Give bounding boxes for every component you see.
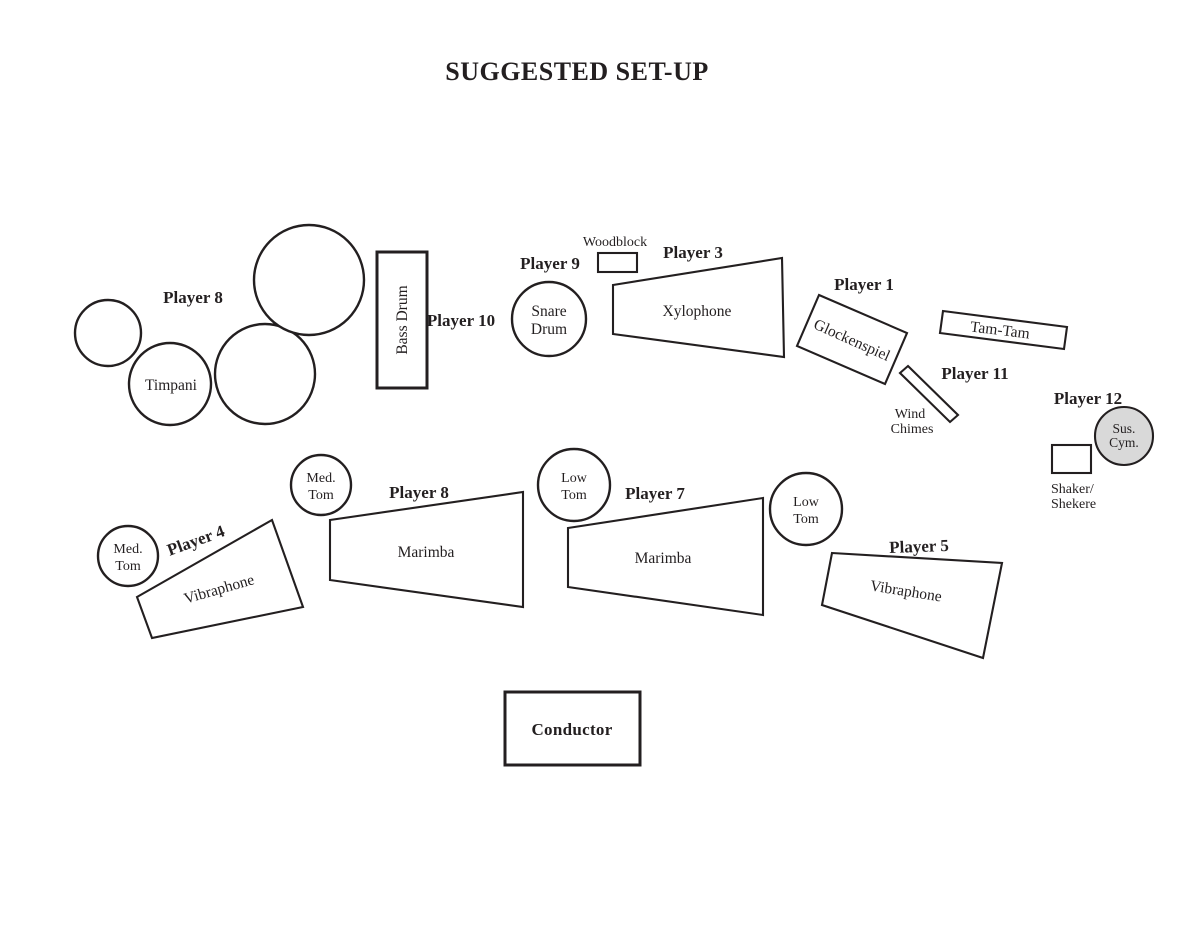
vibraphone-p5-shape <box>820 551 1004 660</box>
low-tom-2-label-line1: Low <box>793 495 820 510</box>
tam-tam-shape <box>938 309 1069 351</box>
timpani-drum-4 <box>252 223 366 337</box>
wind-chimes-label-line1: Wind <box>895 407 926 422</box>
station-xylophone: Player 3 Xylophone <box>611 243 786 359</box>
player-label-sus-cym: Player 12 <box>1054 389 1122 408</box>
sus-cym-label-line2: Cym. <box>1109 435 1139 450</box>
player-label-glockenspiel: Player 1 <box>834 275 894 294</box>
player-label-timpani: Player 8 <box>163 288 223 307</box>
vibraphone-p4-shape <box>135 518 305 640</box>
marimba-p8-shape <box>328 490 525 609</box>
timpani-label: Timpani <box>145 377 198 394</box>
station-snare-drum: Player 9 Snare Drum <box>510 254 588 358</box>
shaker-label-line2: Shekere <box>1051 497 1096 512</box>
med-tom-2-label-line2: Tom <box>308 488 334 503</box>
glockenspiel-shape <box>795 293 909 386</box>
station-low-tom-1: Low Tom <box>536 447 612 523</box>
player-label-xylophone: Player 3 <box>663 243 723 262</box>
station-woodblock: Woodblock <box>583 235 647 274</box>
player-label-marimba-p7: Player 7 <box>625 484 685 503</box>
player-label-marimba-p8: Player 8 <box>389 483 449 502</box>
station-timpani: Player 8 Timpani <box>73 223 366 427</box>
station-marimba-p7: Player 7 Marimba <box>566 484 765 617</box>
low-tom-2-shape <box>768 471 844 547</box>
station-low-tom-2: Low Tom <box>768 471 844 547</box>
station-tam-tam: Tam-Tam <box>938 309 1069 351</box>
bass-drum-label: Bass Drum <box>394 285 411 354</box>
marimba-p8-label: Marimba <box>398 544 455 561</box>
sus-cym-shape <box>1093 405 1155 467</box>
xylophone-shape <box>611 256 786 359</box>
sus-cym-label-line1: Sus. <box>1113 421 1136 436</box>
wind-chimes-shape <box>898 364 960 424</box>
marimba-p7-label: Marimba <box>635 550 692 567</box>
timpani-drum-1 <box>73 298 143 368</box>
low-tom-1-label-line1: Low <box>561 471 588 486</box>
station-marimba-p8: Player 8 Marimba <box>328 483 525 609</box>
wind-chimes-label-line2: Chimes <box>891 422 934 437</box>
bass-drum-shape <box>375 250 429 390</box>
station-vibraphone-p5: Player 5 Vibraphone <box>820 536 1004 660</box>
timpani-drum-3 <box>213 322 317 426</box>
player-label-wind-chimes: Player 11 <box>941 364 1008 383</box>
player-label-vibraphone-p5: Player 5 <box>889 536 949 557</box>
station-med-tom-1: Med. Tom <box>96 524 160 588</box>
player-label-bass-drum: Player 10 <box>427 311 495 330</box>
shaker-shape <box>1050 443 1093 475</box>
conductor-label: Conductor <box>531 720 612 739</box>
snare-label-line1: Snare <box>531 303 566 320</box>
low-tom-2-label-line2: Tom <box>793 512 819 527</box>
station-wind-chimes: Player 11 Wind Chimes <box>891 364 1009 437</box>
player-label-snare: Player 9 <box>520 254 580 273</box>
med-tom-1-label-line1: Med. <box>113 542 142 557</box>
conductor-shape <box>503 690 642 767</box>
med-tom-2-shape <box>289 453 353 517</box>
station-vibraphone-p4: Player 4 Vibraphone <box>135 518 305 640</box>
station-glockenspiel: Player 1 Glockenspiel <box>795 275 909 386</box>
station-bass-drum: Bass Drum Player 10 <box>375 250 495 390</box>
snare-label-line2: Drum <box>531 321 567 338</box>
med-tom-2-label-line1: Med. <box>306 471 335 486</box>
woodblock-shape <box>596 251 639 274</box>
med-tom-1-label-line2: Tom <box>115 559 141 574</box>
station-sus-cym: Player 12 Sus. Cym. <box>1054 389 1155 467</box>
shaker-label-line1: Shaker/ <box>1051 482 1094 497</box>
station-med-tom-2: Med. Tom <box>289 453 353 517</box>
page-title: SUGGESTED SET-UP <box>445 57 709 86</box>
snare-drum-shape <box>510 280 588 358</box>
station-shaker: Shaker/ Shekere <box>1050 443 1096 512</box>
xylophone-label: Xylophone <box>663 303 732 320</box>
conductor-box: Conductor <box>503 690 642 767</box>
low-tom-1-label-line2: Tom <box>561 488 587 503</box>
timpani-drum-2 <box>127 341 213 427</box>
marimba-p7-shape <box>566 496 765 617</box>
woodblock-label: Woodblock <box>583 235 647 250</box>
med-tom-1-shape <box>96 524 160 588</box>
low-tom-1-shape <box>536 447 612 523</box>
